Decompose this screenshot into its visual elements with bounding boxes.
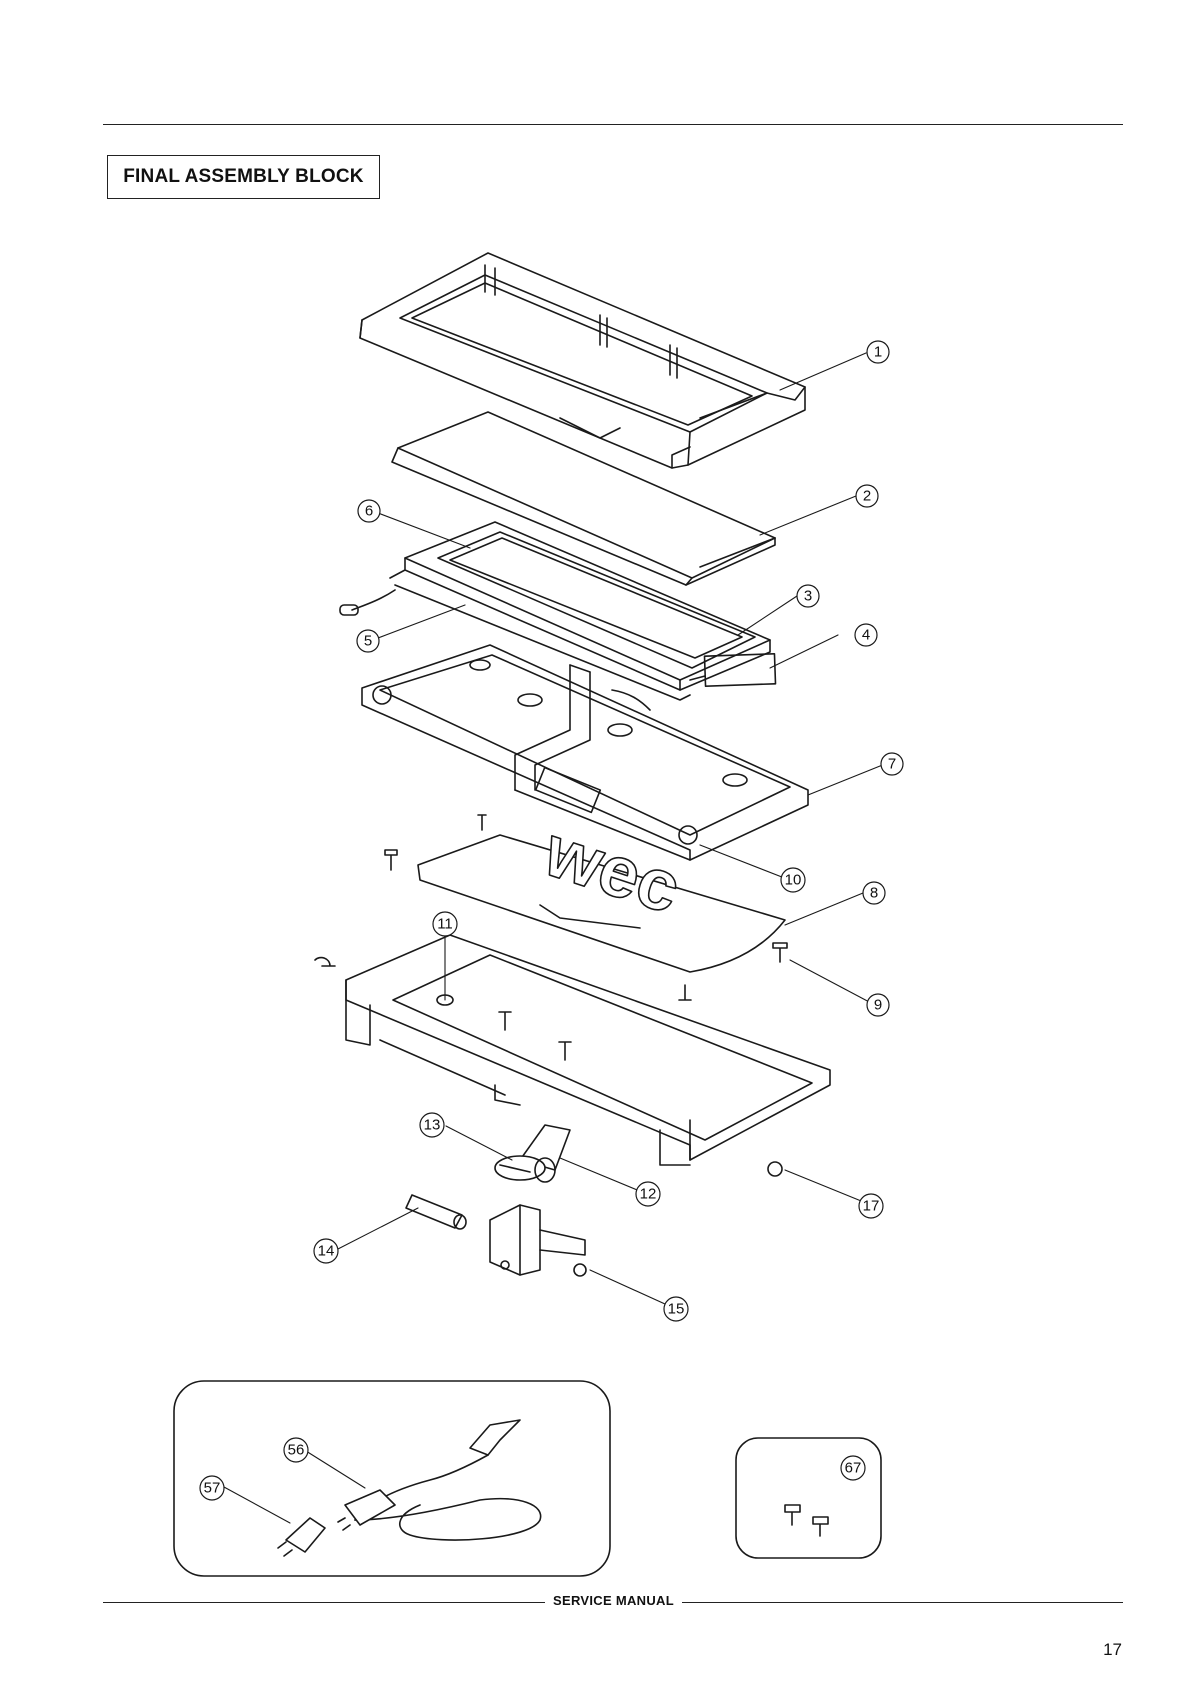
callout-4: 4	[862, 627, 870, 644]
callout-1: 1	[874, 344, 882, 361]
page-number: 17	[1090, 1640, 1122, 1660]
callout-9: 9	[874, 997, 882, 1014]
callout-5: 5	[364, 633, 372, 650]
power-cord-inset	[174, 1381, 610, 1576]
callout-7: 7	[888, 756, 896, 773]
part-latch	[495, 1125, 570, 1182]
part-base-frame	[346, 935, 830, 1165]
callout-8: 8	[870, 885, 878, 902]
part-bracket	[490, 1162, 782, 1276]
footer-rule-left	[103, 1602, 545, 1603]
callout-13: 13	[424, 1117, 441, 1134]
callout-67: 67	[845, 1460, 862, 1477]
callout-56: 56	[288, 1442, 305, 1459]
callout-12: 12	[640, 1186, 657, 1203]
part-rod	[406, 1195, 466, 1229]
callout-57: 57	[204, 1480, 221, 1497]
footer-rule-right	[682, 1602, 1123, 1603]
callout-2: 2	[863, 488, 871, 505]
callout-10: 10	[785, 872, 802, 889]
callout-14: 14	[318, 1243, 335, 1260]
callout-11: 11	[437, 916, 453, 933]
footer-label: SERVICE MANUAL	[545, 1593, 682, 1608]
callout-15: 15	[668, 1301, 685, 1318]
callout-6: 6	[365, 503, 373, 520]
callout-17: 17	[863, 1198, 880, 1215]
screws-inset	[736, 1438, 881, 1558]
callout-3: 3	[804, 588, 812, 605]
